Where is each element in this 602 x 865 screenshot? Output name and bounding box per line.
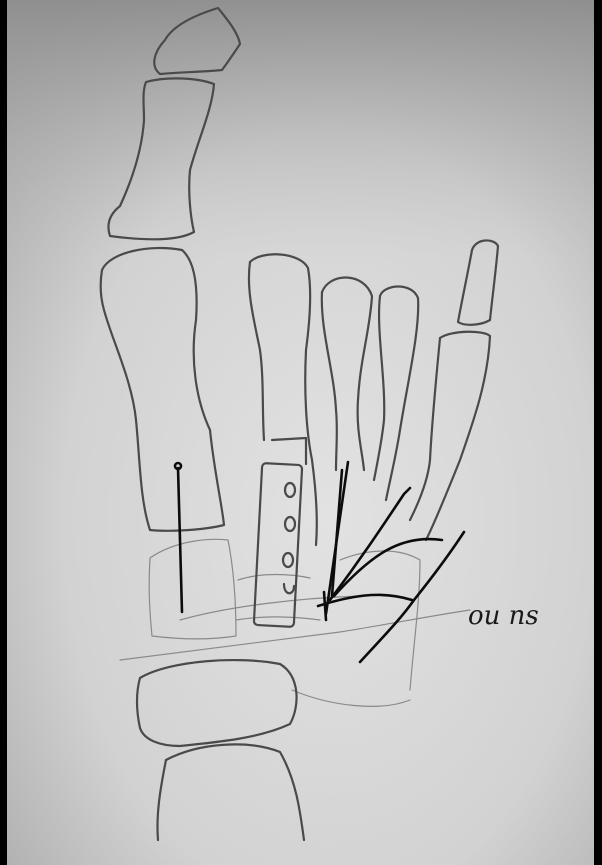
right-border xyxy=(594,0,602,865)
handwritten-annotation: ou ns xyxy=(468,601,539,631)
paper-shadow xyxy=(6,0,594,865)
left-border xyxy=(0,0,7,865)
